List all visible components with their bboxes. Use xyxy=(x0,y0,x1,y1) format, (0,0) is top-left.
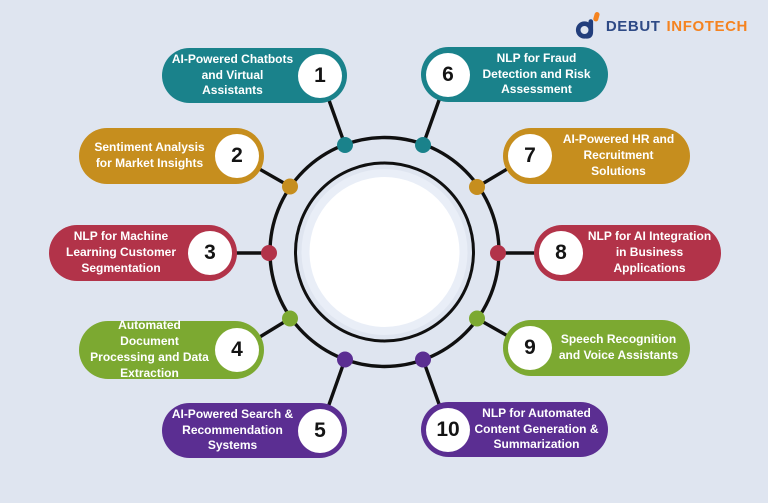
item-pill-7: AI-Powered HR and Recruitment Solutions … xyxy=(503,128,690,184)
logo-text-debut: DEBUT xyxy=(605,17,661,35)
item-pill-9: Speech Recognition and Voice Assistants … xyxy=(503,320,690,376)
logo-d-icon xyxy=(575,12,600,39)
item-pill-6: NLP for Fraud Detection and Risk Assessm… xyxy=(421,47,608,102)
inner-ring xyxy=(294,161,475,343)
node-dot-8 xyxy=(490,245,506,261)
item-label: AI-Powered Chatbots and Virtual Assistan… xyxy=(171,51,294,98)
item-pill-4: Automated Document Processing and Data E… xyxy=(79,318,264,380)
item-label: Speech Recognition and Voice Assistants xyxy=(558,332,679,362)
item-number-badge: 8 xyxy=(539,231,583,275)
item-label: NLP for Fraud Detection and Risk Assessm… xyxy=(482,50,591,97)
item-number-badge: 6 xyxy=(426,52,470,97)
center-circle xyxy=(309,177,460,327)
item-pill-1: AI-Powered Chatbots and Virtual Assistan… xyxy=(162,48,347,103)
item-label: Sentiment Analysis for Market Insights xyxy=(94,140,205,170)
node-dot-9 xyxy=(469,310,485,327)
node-dot-6 xyxy=(415,137,431,153)
node-dot-1 xyxy=(337,137,353,153)
debut-infotech-logo: DEBUT INFOTECH xyxy=(575,11,748,41)
item-number-badge: 5 xyxy=(298,408,342,453)
item-number-badge: 1 xyxy=(298,53,342,98)
item-number-badge: 9 xyxy=(508,326,552,370)
item-number-badge: 4 xyxy=(215,328,259,372)
node-dot-2 xyxy=(282,178,298,195)
logo-text-infotech: INFOTECH xyxy=(666,17,748,35)
node-dot-4 xyxy=(282,310,298,327)
node-dots xyxy=(261,137,506,368)
item-pill-5: AI-Powered Search & Recommendation Syste… xyxy=(162,403,347,458)
item-label: AI-Powered Search & Recommendation Syste… xyxy=(171,406,294,453)
item-pill-10: NLP for Automated Content Generation & S… xyxy=(421,402,608,457)
item-label: NLP for Machine Learning Customer Segmen… xyxy=(65,229,176,275)
item-label: AI-Powered HR and Recruitment Solutions xyxy=(562,132,675,178)
node-dot-10 xyxy=(415,351,431,368)
item-pill-2: Sentiment Analysis for Market Insights 2 xyxy=(79,128,264,184)
item-number-badge: 3 xyxy=(188,231,232,275)
item-number-badge: 10 xyxy=(426,407,470,452)
node-dot-3 xyxy=(261,245,277,261)
node-dot-7 xyxy=(469,179,485,195)
item-number-badge: 7 xyxy=(508,134,552,178)
item-pill-3: NLP for Machine Learning Customer Segmen… xyxy=(49,225,237,281)
node-dot-5 xyxy=(337,351,353,368)
item-number-badge: 2 xyxy=(215,134,259,178)
item-label: NLP for AI Integration in Business Appli… xyxy=(587,229,712,275)
item-label: NLP for Automated Content Generation & S… xyxy=(474,405,599,452)
item-label: Automated Document Processing and Data E… xyxy=(90,318,209,380)
item-pill-8: NLP for AI Integration in Business Appli… xyxy=(534,225,721,281)
